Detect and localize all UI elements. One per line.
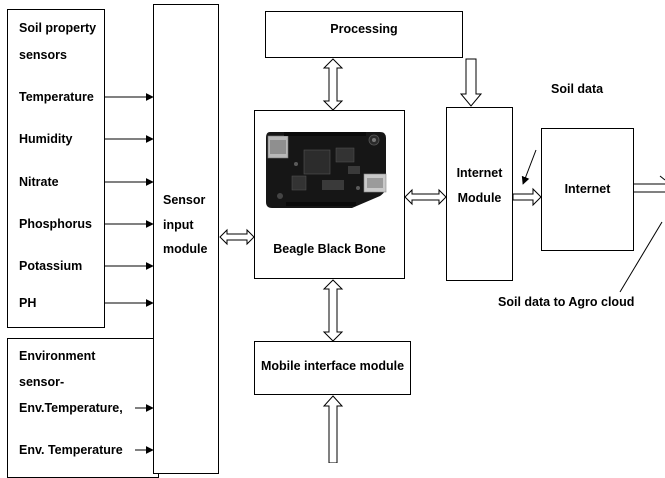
double-arrow-beagle-mobile bbox=[322, 279, 344, 342]
beagle-label: Beagle Black Bone bbox=[273, 242, 386, 256]
soil-sensors-box bbox=[7, 9, 105, 328]
soil-data-pointer bbox=[521, 149, 537, 185]
double-arrow-sensor-beagle bbox=[219, 228, 255, 246]
connectors bbox=[105, 58, 665, 463]
internet-box bbox=[541, 128, 634, 251]
arrow-internet-out bbox=[634, 175, 665, 193]
processing-box bbox=[265, 11, 463, 58]
sensor-temperature: Temperature bbox=[19, 90, 94, 104]
double-arrow-processing-beagle bbox=[322, 58, 344, 111]
env-group-title-line2: sensor- bbox=[19, 375, 65, 389]
sensor-ph: PH bbox=[19, 296, 37, 310]
mobile-interface-label: Mobile interface module bbox=[260, 359, 405, 373]
env-sensor-temperature-1: Env.Temperature, bbox=[19, 401, 123, 415]
soil-data-label: Soil data bbox=[551, 82, 604, 96]
soil-data-to-agro-cloud-label: Soil data to Agro cloud bbox=[498, 295, 635, 309]
processing-label: Processing bbox=[330, 22, 398, 36]
sensor-potassium: Potassium bbox=[19, 259, 83, 273]
internet-label: Internet bbox=[564, 182, 611, 196]
mobile-interface-module-box bbox=[254, 341, 411, 395]
internet-module-box bbox=[446, 107, 513, 281]
internet-module-line1: Internet bbox=[456, 166, 503, 180]
env-group-title-line1: Environment bbox=[19, 349, 96, 363]
sensor-humidity: Humidity bbox=[19, 132, 73, 146]
arrow-processing-internet-module bbox=[459, 58, 483, 107]
sensor-phosphorus: Phosphorus bbox=[19, 217, 92, 231]
env-sensor-temperature-2: Env. Temperature bbox=[19, 443, 123, 457]
sensor-nitrate: Nitrate bbox=[19, 175, 59, 189]
internet-module-line2: Module bbox=[457, 191, 502, 205]
agro-cloud-pointer bbox=[619, 221, 663, 293]
sensor-input-line1: Sensor bbox=[163, 193, 206, 207]
sensor-input-line2: input bbox=[163, 218, 194, 232]
sensor-input-line3: module bbox=[163, 242, 208, 256]
beaglebone-board-image bbox=[262, 126, 390, 212]
arrow-internet-module-internet bbox=[512, 187, 542, 207]
arrow-into-mobile bbox=[322, 395, 344, 463]
double-arrow-beagle-internet-module bbox=[404, 188, 447, 206]
environment-sensor-box bbox=[7, 338, 159, 478]
soil-group-title-line2: sensors bbox=[19, 48, 67, 62]
soil-group-title-line1: Soil property bbox=[19, 21, 97, 35]
